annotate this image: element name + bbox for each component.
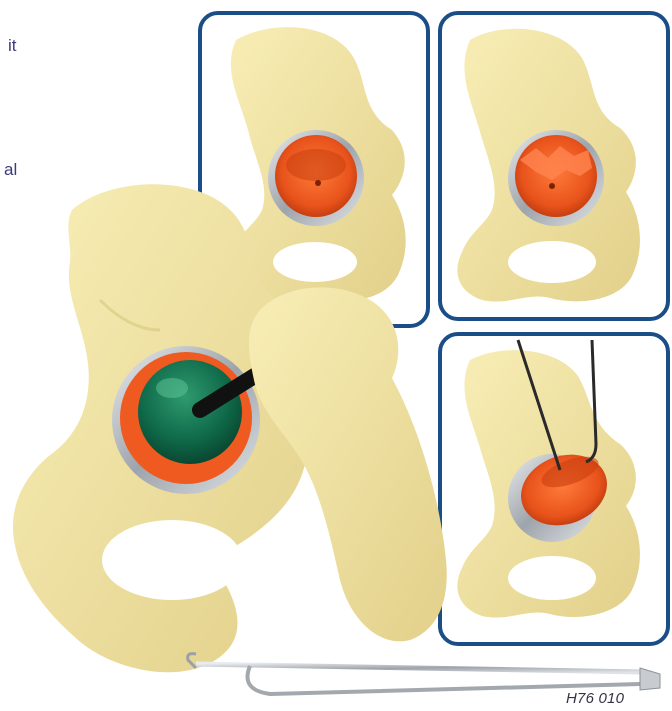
text-fragment: al bbox=[4, 160, 17, 180]
extraction-tool bbox=[188, 654, 660, 694]
instrument-caption: H76 010 bbox=[566, 690, 624, 707]
text-fragment: it bbox=[8, 36, 17, 56]
femoral-head bbox=[138, 360, 242, 464]
panel-bottom-right bbox=[440, 334, 668, 644]
panel-top-right bbox=[440, 13, 668, 319]
acetabular-cup bbox=[508, 130, 604, 226]
acetabular-cup bbox=[268, 130, 364, 226]
